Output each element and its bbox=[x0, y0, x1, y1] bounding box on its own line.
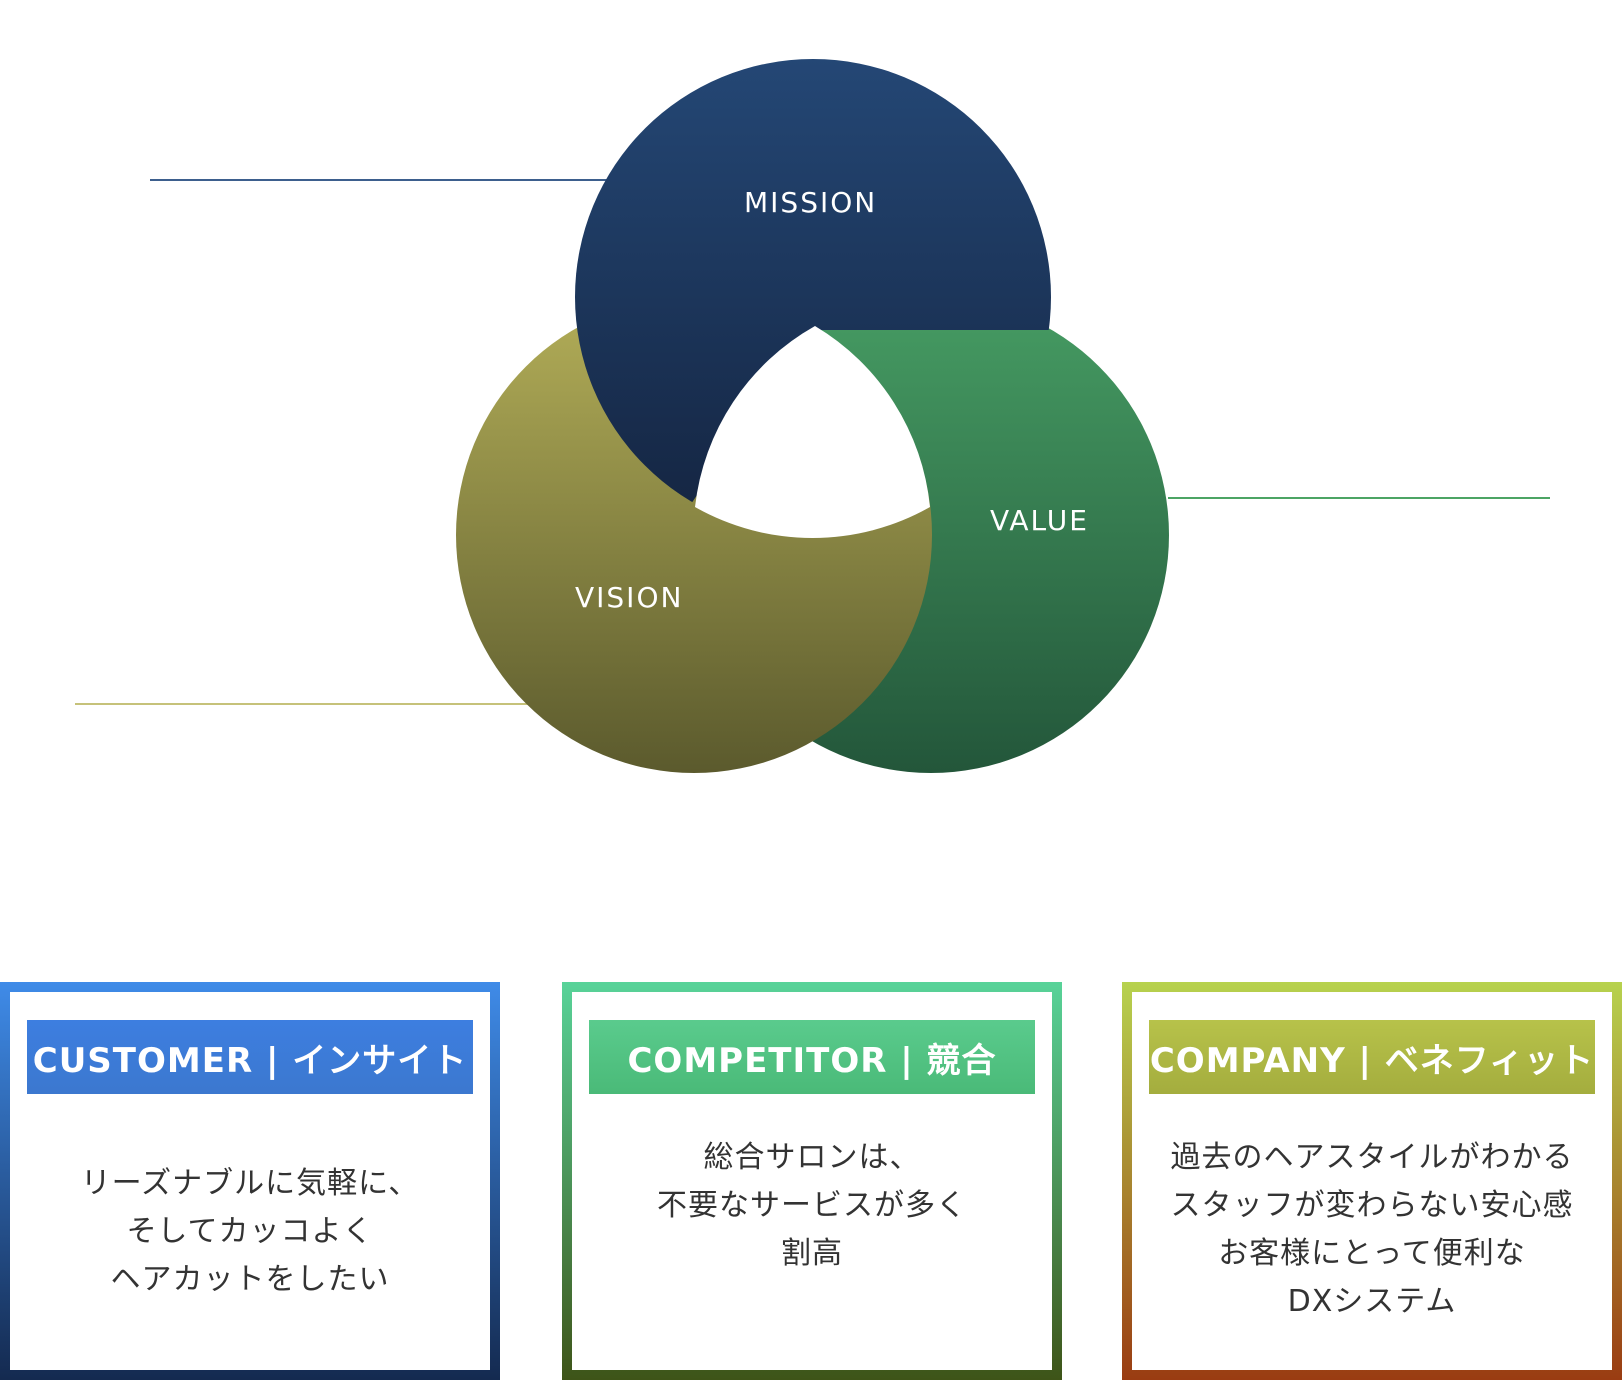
company-card-line: 過去のヘアスタイルがわかる bbox=[1170, 1140, 1574, 1175]
competitor-card: COMPETITOR | 競合 総合サロンは、 不要なサービスが多く 割高 bbox=[562, 982, 1062, 1380]
company-card-body: 過去のヘアスタイルがわかる スタッフが変わらない安心感 お客様にとって便利な D… bbox=[1132, 1094, 1612, 1326]
company-card-line: DXシステム bbox=[1287, 1284, 1457, 1319]
competitor-card-line: 割高 bbox=[781, 1236, 843, 1271]
value-label: VALUE bbox=[990, 504, 1089, 537]
company-card-header: COMPANY | ベネフィット bbox=[1149, 1020, 1595, 1094]
company-card-line: お客様にとって便利な bbox=[1218, 1236, 1526, 1271]
competitor-card-header: COMPETITOR | 競合 bbox=[589, 1020, 1035, 1094]
customer-card-header: CUSTOMER | インサイト bbox=[27, 1020, 473, 1094]
venn-center bbox=[695, 326, 930, 539]
vision-label: VISION bbox=[575, 581, 684, 614]
customer-card-line: リーズナブルに気軽に、 bbox=[80, 1166, 420, 1201]
competitor-card-inner: COMPETITOR | 競合 総合サロンは、 不要なサービスが多く 割高 bbox=[572, 992, 1052, 1370]
mission-label: MISSION bbox=[744, 186, 878, 219]
company-card: COMPANY | ベネフィット 過去のヘアスタイルがわかる スタッフが変わらな… bbox=[1122, 982, 1622, 1380]
competitor-card-line: 総合サロンは、 bbox=[703, 1140, 921, 1175]
customer-card-line: ヘアカットをしたい bbox=[110, 1262, 390, 1297]
customer-card-inner: CUSTOMER | インサイト リーズナブルに気軽に、 そしてカッコよく ヘア… bbox=[10, 992, 490, 1370]
company-card-inner: COMPANY | ベネフィット 過去のヘアスタイルがわかる スタッフが変わらな… bbox=[1132, 992, 1612, 1370]
company-card-line: スタッフが変わらない安心感 bbox=[1170, 1188, 1574, 1223]
competitor-card-line: 不要なサービスが多く bbox=[657, 1188, 967, 1223]
customer-card-line: そしてカッコよく bbox=[126, 1214, 374, 1249]
customer-card-body: リーズナブルに気軽に、 そしてカッコよく ヘアカットをしたい bbox=[10, 1094, 490, 1304]
customer-card: CUSTOMER | インサイト リーズナブルに気軽に、 そしてカッコよく ヘア… bbox=[0, 982, 500, 1380]
venn-diagram bbox=[75, 59, 1550, 773]
competitor-card-body: 総合サロンは、 不要なサービスが多く 割高 bbox=[572, 1094, 1052, 1278]
